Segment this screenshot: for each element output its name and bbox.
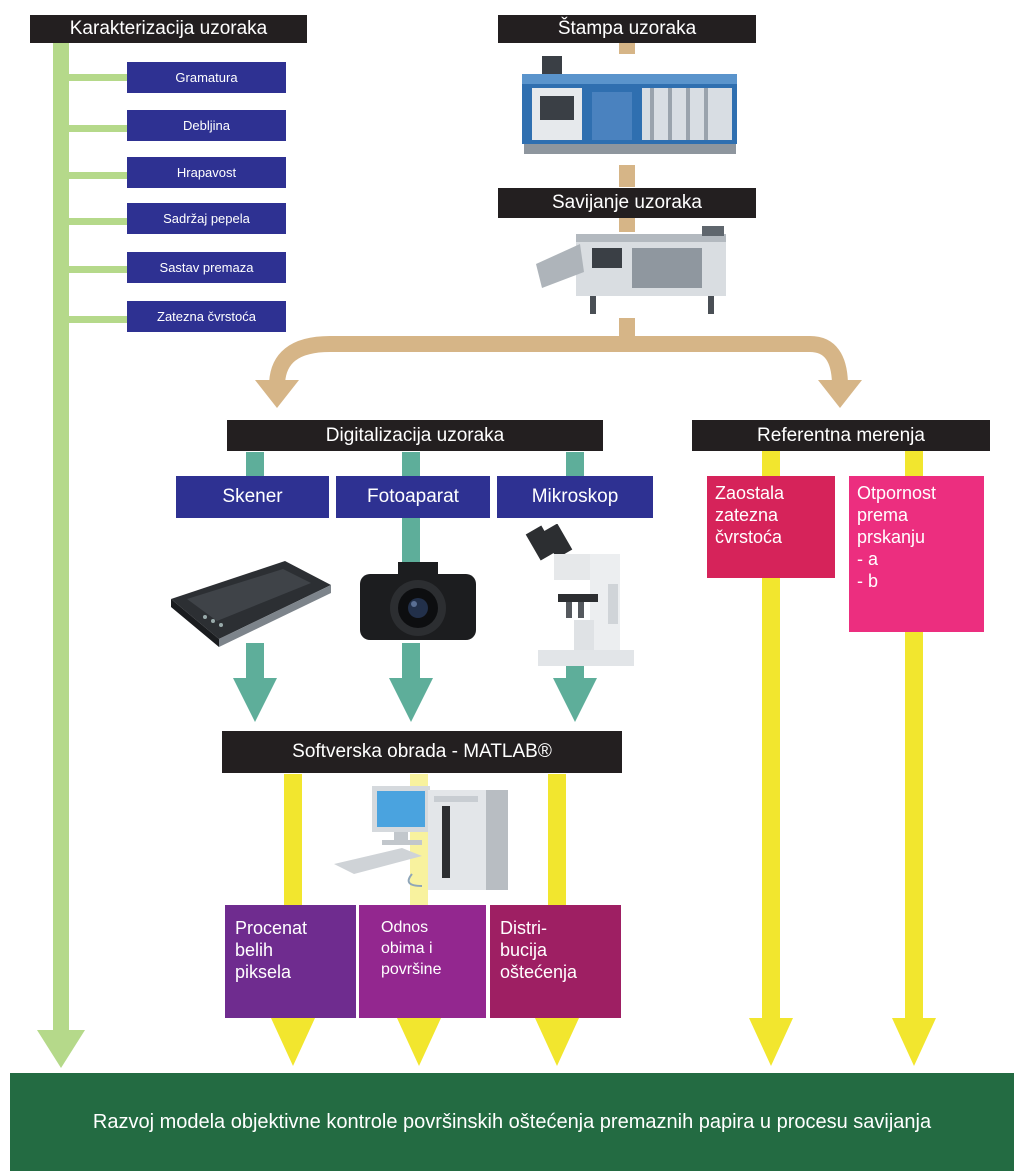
device-scanner: Skener xyxy=(176,476,329,518)
teal-connector xyxy=(246,643,264,679)
property-roughness: Hrapavost xyxy=(127,157,286,188)
property-connector xyxy=(69,125,127,132)
characterization-header: Karakterizacija uzoraka xyxy=(30,15,307,43)
teal-connector xyxy=(402,643,420,679)
folding-machine-image xyxy=(536,226,726,314)
printing-connector xyxy=(619,40,635,54)
camera-image xyxy=(360,562,476,640)
folding-header: Savijanje uzoraka xyxy=(498,188,756,218)
teal-arrow-head xyxy=(389,678,433,722)
characterization-line xyxy=(53,42,69,1032)
scanner-image xyxy=(171,561,331,647)
yellow-arrow-head xyxy=(749,1018,793,1066)
property-connector xyxy=(69,266,127,273)
teal-connector xyxy=(246,452,264,476)
property-connector xyxy=(69,74,127,81)
microscope-image xyxy=(525,524,634,666)
device-camera: Fotoaparat xyxy=(336,476,490,518)
property-thickness: Debljina xyxy=(127,110,286,141)
teal-connector xyxy=(402,452,420,476)
folding-connector xyxy=(619,218,635,232)
split-arc xyxy=(269,336,848,387)
property-connector xyxy=(69,218,127,225)
printing-header: Štampa uzoraka xyxy=(498,15,756,43)
yellow-arrow-head xyxy=(892,1018,936,1066)
digitalization-header: Digitalizacija uzoraka xyxy=(227,420,603,451)
yellow-arrow-head xyxy=(271,1018,315,1066)
tan-arrow-left xyxy=(255,380,299,408)
teal-arrow-head xyxy=(233,678,277,722)
tan-arrow-right xyxy=(818,380,862,408)
result-residual-tensile-strength: Zaostala zatezna čvrstoća xyxy=(707,476,835,578)
printing-press-image xyxy=(522,56,737,154)
result-perimeter-area-ratio: Odnos obima i površine xyxy=(359,905,486,1018)
property-coating-composition: Sastav premaza xyxy=(127,252,286,283)
property-tensile-strength: Zatezna čvrstoća xyxy=(127,301,286,332)
yellow-line xyxy=(762,450,780,1019)
teal-connector xyxy=(402,518,420,563)
result-damage-distribution: Distri- bucija oštećenja xyxy=(490,905,621,1018)
property-grammage: Gramatura xyxy=(127,62,286,93)
device-microscope: Mikroskop xyxy=(497,476,653,518)
result-white-pixel-percentage: Procenat belih piksela xyxy=(225,905,356,1018)
yellow-arrow-head xyxy=(535,1018,579,1066)
yellow-arrow-head xyxy=(397,1018,441,1066)
characterization-arrow-head xyxy=(37,1030,85,1068)
property-connector xyxy=(69,316,127,323)
teal-arrow-head xyxy=(553,678,597,722)
property-connector xyxy=(69,172,127,179)
result-pick-resistance: Otpornost prema prskanju - a - b xyxy=(849,476,984,632)
conclusion-bar: Razvoj modela objektivne kontrole površi… xyxy=(10,1073,1014,1171)
teal-connector xyxy=(566,452,584,476)
reference-header: Referentna merenja xyxy=(692,420,990,451)
computer-image xyxy=(334,786,508,890)
printing-folding-connector xyxy=(619,165,635,187)
software-header: Softverska obrada - MATLAB® xyxy=(222,731,622,773)
property-ash-content: Sadržaj pepela xyxy=(127,203,286,234)
